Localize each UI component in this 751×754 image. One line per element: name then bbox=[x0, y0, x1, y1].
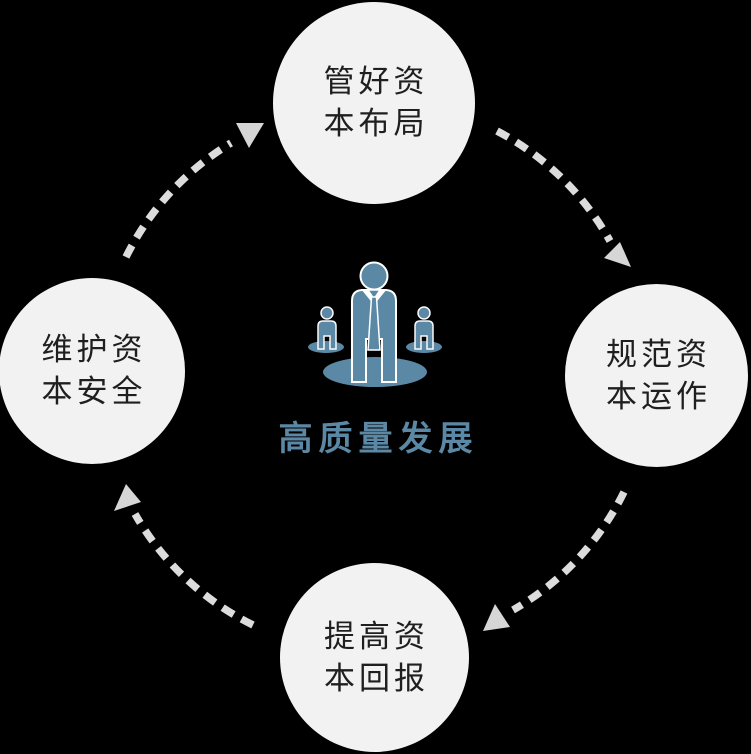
node-left-line2: 本安全 bbox=[41, 374, 147, 410]
arrowhead-at-right-icon bbox=[604, 242, 631, 267]
center-caption: 高质量发展 bbox=[278, 419, 479, 459]
center-pedestal-ellipse bbox=[323, 357, 427, 387]
arrowhead-at-top-icon bbox=[236, 123, 264, 148]
arrow-left-to-top-arc bbox=[122, 139, 233, 259]
node-bottom-line2: 本回报 bbox=[324, 660, 429, 697]
node-top-line1: 管好资 bbox=[323, 64, 429, 100]
node-bottom-line1: 提高资 bbox=[324, 618, 429, 655]
node-top: 管好资 本布局 bbox=[273, 2, 475, 204]
small-person-left-icon bbox=[317, 306, 337, 350]
node-right: 规范资 本运作 bbox=[565, 284, 748, 467]
node-right-line2: 本运作 bbox=[606, 378, 711, 415]
right-pedestal-ellipse bbox=[406, 341, 442, 353]
node-bottom: 提高资 本回报 bbox=[280, 563, 469, 752]
arrow-top-to-right-arc bbox=[495, 127, 614, 243]
team-leader-icon bbox=[308, 261, 442, 387]
node-left: 维护资 本安全 bbox=[0, 278, 185, 464]
small-person-right-icon bbox=[414, 306, 434, 350]
left-pedestal-ellipse bbox=[308, 341, 344, 353]
node-top-line2: 本布局 bbox=[323, 106, 429, 142]
node-left-line1: 维护资 bbox=[41, 332, 147, 368]
manager-head bbox=[359, 261, 389, 291]
tie-icon bbox=[366, 289, 382, 351]
node-right-line1: 规范资 bbox=[606, 336, 711, 373]
arrowhead-at-bottom-icon bbox=[483, 604, 510, 631]
arrow-bottom-to-left-arc bbox=[131, 512, 255, 629]
arrow-right-to-bottom-arc bbox=[511, 490, 628, 614]
arrowhead-at-left-icon bbox=[114, 484, 141, 511]
